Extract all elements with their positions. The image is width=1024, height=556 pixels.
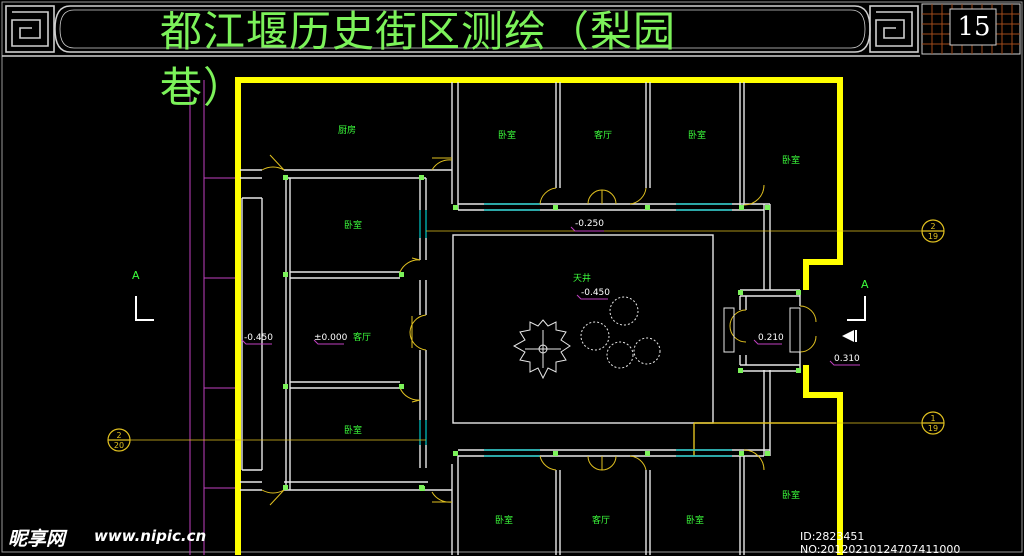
doors xyxy=(261,154,817,506)
drawing-title: 都江堰历史街区测绘（梨园巷） xyxy=(160,7,677,112)
elevation-west-passage: -0.450 xyxy=(244,333,273,343)
section-marks xyxy=(135,296,866,321)
axis-tag-1-bottom: 19 xyxy=(928,232,938,241)
room-label-bedroom-west-1: 卧室 xyxy=(344,219,362,231)
axis-lines xyxy=(120,230,922,441)
property-lines xyxy=(189,80,236,555)
interior-walls xyxy=(240,82,836,555)
elevation-entry: 0.210 xyxy=(758,333,784,343)
axis-tag-3-bottom: 20 xyxy=(114,441,124,450)
axis-tag-2-bottom: 19 xyxy=(928,424,938,433)
room-label-bedroom-top-2: 卧室 xyxy=(688,129,706,141)
room-label-bedroom-east-top: 卧室 xyxy=(782,154,800,166)
entry-arrow-icon xyxy=(842,330,857,342)
room-label-bedroom-west-2: 卧室 xyxy=(344,424,362,436)
room-label-bedroom-top-1: 卧室 xyxy=(498,129,516,141)
room-label-bedroom-bottom-2: 卧室 xyxy=(686,514,704,526)
section-marker-left: A xyxy=(132,269,140,282)
room-label-living-top: 客厅 xyxy=(594,129,612,141)
room-label-living-west: 客厅 xyxy=(353,331,371,343)
room-label-living-bottom: 客厅 xyxy=(592,514,610,526)
elevation-main-floor: ±0.000 xyxy=(314,333,348,343)
sheet-number-grid xyxy=(921,3,1021,55)
elevation-courtyard: -0.450 xyxy=(581,288,610,298)
section-marker-right: A xyxy=(861,278,869,291)
outer-wall xyxy=(235,77,843,555)
watermark-id: ID:2823451 NO:20120210124707411000 xyxy=(800,530,961,556)
axis-tag-1-top: 2 xyxy=(930,222,935,231)
courtyard-tree-symbol xyxy=(512,319,571,380)
courtyard-shrubs xyxy=(580,296,661,369)
watermark-logo: 昵享网 xyxy=(8,528,66,550)
elevation-outside: 0.310 xyxy=(834,354,860,364)
axis-tag-2-top: 1 xyxy=(930,414,935,423)
watermark-url: www.nipic.cn xyxy=(94,527,207,545)
elevation-corridor: -0.250 xyxy=(575,219,604,229)
room-label-kitchen: 厨房 xyxy=(338,124,356,136)
left-fret-ornament xyxy=(5,5,55,53)
axis-tag-3-top: 2 xyxy=(116,431,121,440)
room-label-bedroom-east-bottom: 卧室 xyxy=(782,489,800,501)
elevation-marks xyxy=(241,226,860,366)
sheet-number: 15 xyxy=(957,12,991,42)
axis-tag-circles xyxy=(107,219,945,452)
windows xyxy=(419,203,732,457)
room-label-bedroom-bottom-1: 卧室 xyxy=(495,514,513,526)
room-label-courtyard: 天井 xyxy=(573,272,591,284)
right-fret-ornament xyxy=(869,5,919,53)
columns xyxy=(283,175,801,491)
